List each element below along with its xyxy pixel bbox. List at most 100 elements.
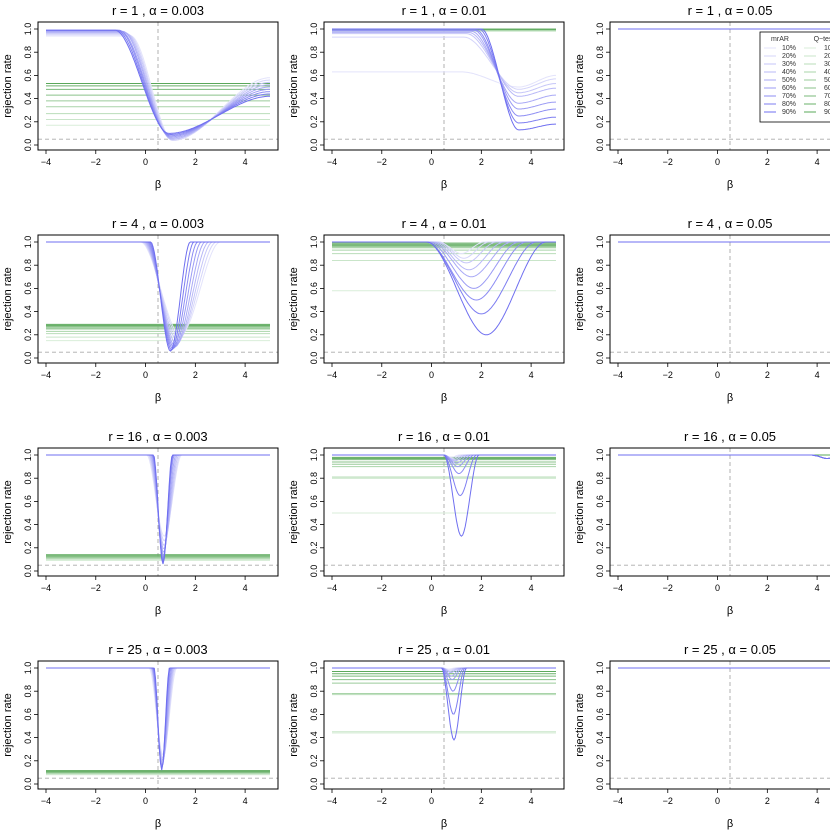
mrar-series-line — [46, 35, 271, 141]
mrar-series-line — [332, 667, 556, 741]
panel-title: r = 1 , α = 0.003 — [112, 3, 204, 18]
y-tick-label: 0.4 — [309, 92, 319, 105]
y-axis-label: rejection rate — [574, 693, 586, 757]
plot-frame — [37, 21, 279, 151]
y-tick-label: 0.6 — [595, 495, 605, 508]
mrar-series-line — [332, 71, 556, 88]
mrar-series-line — [332, 29, 556, 110]
y-tick-label: 0.2 — [595, 542, 605, 555]
y-tick-label: 0.6 — [23, 69, 33, 82]
y-tick-label: 1.0 — [595, 23, 605, 36]
y-tick-label: 0.2 — [23, 329, 33, 342]
legend-label-mrar: 90% — [782, 109, 796, 116]
x-tick-label: 4 — [529, 370, 534, 380]
x-tick-label: −4 — [41, 370, 51, 380]
mrar-series-line — [618, 454, 830, 460]
x-tick-label: −2 — [91, 583, 101, 593]
x-tick-label: 2 — [193, 796, 198, 806]
legend-label-qtest: 80% — [824, 101, 830, 108]
x-tick-label: 0 — [143, 157, 148, 167]
x-tick-label: 0 — [715, 370, 720, 380]
x-tick-label: −2 — [377, 796, 387, 806]
x-tick-label: 4 — [815, 583, 820, 593]
y-tick-label: 0.6 — [309, 495, 319, 508]
legend-label-qtest: 70% — [824, 93, 830, 100]
y-tick-label: 1.0 — [595, 449, 605, 462]
y-tick-label: 0.6 — [309, 708, 319, 721]
x-tick-label: 2 — [765, 796, 770, 806]
panel-title: r = 4 , α = 0.01 — [402, 216, 487, 231]
x-tick-label: −4 — [327, 796, 337, 806]
legend-header-qtest: Q−test — [814, 36, 830, 43]
y-tick-label: 0.4 — [23, 92, 33, 105]
x-axis-label: β — [727, 392, 733, 404]
legend-label-qtest: 40% — [824, 69, 830, 76]
y-tick-label: 0.4 — [23, 518, 33, 531]
legend-label-mrar: 60% — [782, 85, 796, 92]
x-tick-label: 2 — [193, 157, 198, 167]
mrar-series-line — [618, 454, 830, 460]
y-tick-label: 0.4 — [23, 305, 33, 318]
x-tick-label: 0 — [429, 796, 434, 806]
y-tick-label: 0.6 — [23, 282, 33, 295]
x-tick-label: 0 — [143, 370, 148, 380]
y-tick-label: 0.8 — [23, 46, 33, 59]
x-tick-label: 0 — [143, 583, 148, 593]
y-tick-label: 0.8 — [309, 472, 319, 485]
panel-title: r = 25 , α = 0.003 — [108, 642, 207, 657]
x-tick-label: −2 — [91, 370, 101, 380]
mrar-series-line — [618, 454, 830, 460]
x-tick-label: 4 — [529, 796, 534, 806]
legend-label-qtest: 50% — [824, 77, 830, 84]
mrar-series-line — [618, 454, 830, 460]
y-tick-label: 0.8 — [595, 685, 605, 698]
y-tick-label: 0.8 — [309, 46, 319, 59]
mrar-series-line — [332, 36, 556, 90]
panel-title: r = 16 , α = 0.003 — [108, 429, 207, 444]
panel-title: r = 25 , α = 0.01 — [398, 642, 490, 657]
y-axis-label: rejection rate — [2, 693, 14, 757]
x-tick-label: 4 — [243, 157, 248, 167]
y-tick-label: 0.8 — [309, 259, 319, 272]
y-tick-label: 0.8 — [595, 259, 605, 272]
y-tick-label: 0.0 — [595, 778, 605, 791]
x-tick-label: 4 — [529, 157, 534, 167]
mrar-series-line — [332, 33, 557, 94]
y-tick-label: 0.4 — [595, 92, 605, 105]
y-tick-label: 0.0 — [23, 139, 33, 152]
x-tick-label: 4 — [815, 796, 820, 806]
x-tick-label: 4 — [243, 796, 248, 806]
x-tick-label: 2 — [765, 157, 770, 167]
y-tick-label: 0.2 — [309, 755, 319, 768]
y-tick-label: 0.8 — [23, 685, 33, 698]
x-tick-label: −4 — [613, 583, 623, 593]
mrar-series-line — [618, 454, 830, 460]
plot-frame — [609, 234, 830, 364]
mrar-series-line — [332, 454, 556, 537]
x-tick-label: 0 — [715, 583, 720, 593]
y-tick-label: 0.6 — [23, 708, 33, 721]
legend-label-mrar: 10% — [782, 45, 796, 52]
y-tick-label: 0.0 — [309, 352, 319, 365]
y-tick-label: 0.6 — [595, 69, 605, 82]
plot-frame — [609, 21, 830, 151]
x-axis-label: β — [441, 392, 447, 404]
legend-header-mrar: mrAR — [771, 36, 789, 43]
y-axis-label: rejection rate — [574, 54, 586, 118]
legend: mrARQ−test10%10%20%20%30%30%40%40%50%50%… — [759, 31, 830, 123]
x-tick-label: 0 — [429, 583, 434, 593]
x-tick-label: −4 — [327, 370, 337, 380]
y-axis-label: rejection rate — [2, 54, 14, 118]
legend-label-mrar: 40% — [782, 69, 796, 76]
plot-frame — [323, 447, 565, 577]
x-tick-label: 0 — [429, 157, 434, 167]
x-tick-label: 4 — [815, 157, 820, 167]
mrar-series-line — [332, 241, 556, 336]
y-tick-label: 0.0 — [309, 139, 319, 152]
y-axis-label: rejection rate — [574, 267, 586, 331]
x-tick-label: −4 — [41, 157, 51, 167]
